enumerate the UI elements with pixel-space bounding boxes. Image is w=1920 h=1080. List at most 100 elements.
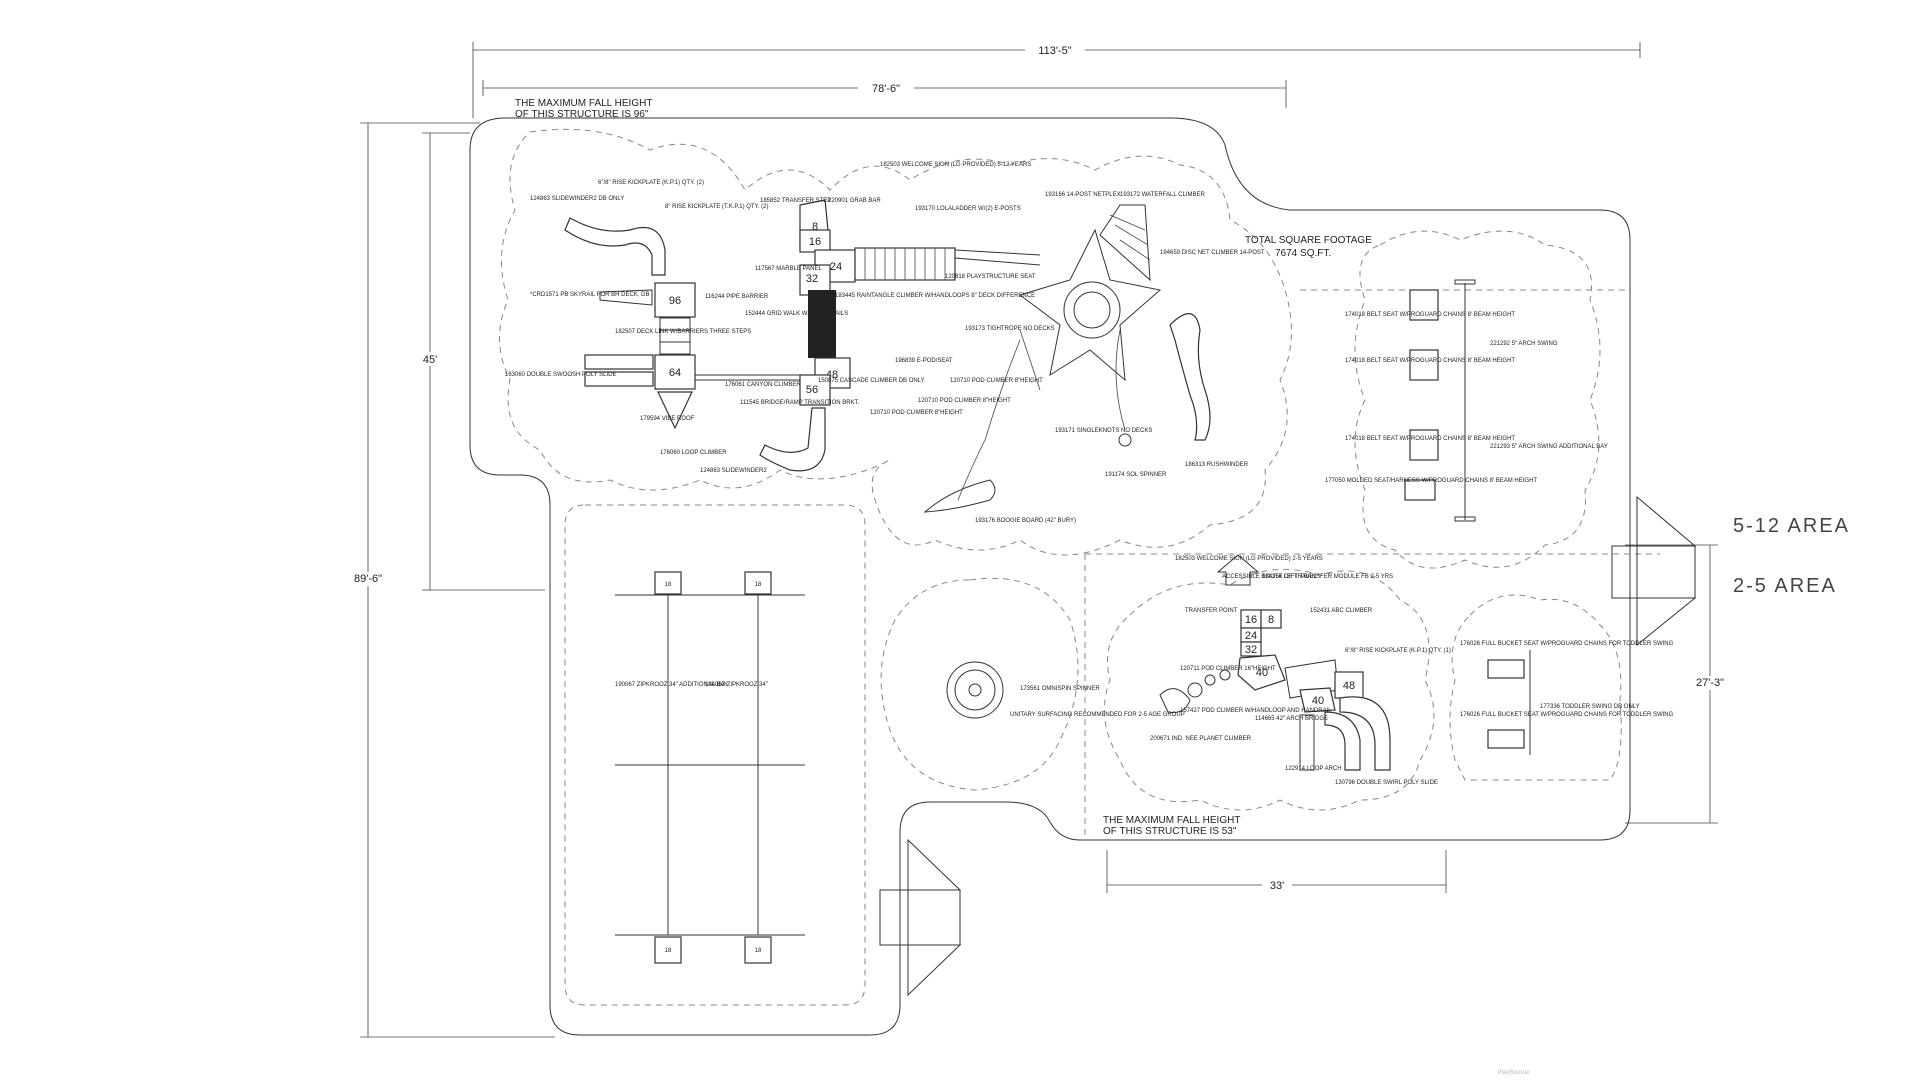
toddler-play-structure: 16 8 24 32 40 40 48: [1159, 554, 1391, 771]
dimension-toddler-width: 33': [1106, 850, 1447, 893]
deck-height-16a: 16: [809, 236, 821, 248]
deck-height-32b: 32: [1245, 644, 1257, 656]
dimension-overall-depth: 89'-6": [352, 122, 555, 1038]
label-welcome-top: 182503 WELCOME SIGN (LG PROVIDED) 5-12 Y…: [880, 162, 1031, 168]
label-belt-seat-1: 174018 BELT SEAT W/PROGUARD CHAINS 8' BE…: [1345, 312, 1515, 318]
label-kickplate-1: 6"/8" RISE KICKPLATE (K.P.1) QTY. (2): [598, 180, 704, 186]
dimension-overall-width: 113'-5": [472, 42, 1641, 118]
label-double-swirl: 130796 DOUBLE SWIRL POLY SLIDE: [1335, 780, 1438, 786]
label-bucket-seat-1: 176026 FULL BUCKET SEAT W/PROGUARD CHAIN…: [1460, 641, 1674, 647]
dim-overall-depth: 89'-6": [354, 573, 382, 585]
deck-height-96: 96: [669, 295, 681, 307]
site-boundary: [469, 117, 1631, 1036]
beam-18c: 18: [665, 948, 672, 954]
label-e-pod: 196839 E-POD/SEAT: [895, 358, 953, 364]
label-unitary: UNITARY SURFACING RECOMMENDED FOR 2-5 AG…: [1010, 712, 1185, 718]
deck-height-16b: 16: [1245, 614, 1257, 626]
label-waterfall: 193172 WATERFALL CLIMBER: [1120, 192, 1205, 198]
use-zone-toddler-structure: [1103, 568, 1435, 811]
label-pod-climber-1: 120710 POD CLIMBER 8"HEIGHT: [950, 378, 1043, 384]
deck-height-8: 8: [812, 221, 818, 233]
label-rainstacle: 183445 RAINTANGLE CLIMBER W/HANDLOOPS 8"…: [835, 293, 1035, 299]
label-loop-climber: 176060 LOOP CLIMBER: [660, 450, 727, 456]
dimension-toddler-depth: 27'-3": [1625, 544, 1730, 824]
label-accessible-route: ACCESSIBLE ROUTE OF TRAVEL: [1222, 574, 1317, 580]
label-slidewinder-bottom: 124863 SLIDEWINDER2: [700, 468, 767, 474]
deck-height-40b: 40: [1312, 695, 1324, 707]
beam-18a: 18: [665, 582, 672, 588]
label-sol-spinner: 191174 SOL SPINNER: [1105, 472, 1167, 478]
label-zipkrooz-add: 190067 ZIPKROOZ 34" ADDITIONAL BAY: [615, 682, 728, 688]
equipment-labels: 124863 SLIDEWINDER2 DB ONLY 6"/8" RISE K…: [505, 162, 1674, 786]
note-fall-height-small-1: THE MAXIMUM FALL HEIGHT: [1103, 815, 1240, 826]
label-slidewinder-top: 124863 SLIDEWINDER2 DB ONLY: [530, 196, 624, 202]
main-play-structure: 96 64 8 16 24 32 48 56: [564, 199, 1211, 513]
label-netplex: 193166 14-POST NETPLEX: [1045, 192, 1121, 198]
label-molded-seat: 177050 MOLDED SEAT/HARNESS W/PROGUARD CH…: [1325, 478, 1537, 484]
dimension-upper-width: 78'-6": [482, 80, 1287, 108]
label-bucket-seat-2: 176026 FULL BUCKET SEAT W/PROGUARD CHAIN…: [1460, 712, 1674, 718]
label-loop-arch: 122914 LOOP ARCH: [1285, 766, 1342, 772]
label-singleknots: 193171 SINGLEKNOTS NO DECKS: [1055, 428, 1152, 434]
entrance-marker-left: [879, 838, 962, 997]
label-marble-panel: 117567 MARBLE PANEL: [755, 266, 822, 272]
label-pipe-barrier: 116244 PIPE BARRIER: [705, 294, 769, 300]
dim-upper-width: 78'-6": [872, 83, 900, 95]
note-fall-height-big-1: THE MAXIMUM FALL HEIGHT: [515, 98, 652, 109]
label-pod-climber-2: 120710 POD CLIMBER 8"HEIGHT: [918, 398, 1011, 404]
label-welcome-small: 182503 WELCOME SIGN (LG PROVIDED) 2-5 YE…: [1175, 556, 1323, 562]
dim-toddler-depth: 27'-3": [1696, 677, 1724, 689]
deck-height-24b: 24: [1245, 630, 1257, 642]
deck-height-24a: 24: [830, 261, 842, 273]
dim-upper-depth: 45': [423, 354, 437, 366]
deck-height-48b: 48: [1343, 680, 1355, 692]
label-zipkrooz: 194063 ZIPKROOZ 34": [705, 682, 768, 688]
label-arch-bridge: 114665 42" ARCH BRIDGE: [1255, 716, 1328, 722]
label-tightrope: 193173 TIGHTROPE NO DECKS: [965, 326, 1055, 332]
label-grab-bar: 120901 GRAB BAR: [828, 198, 881, 204]
label-abc-climber: 152431 ABC CLIMBER: [1310, 608, 1373, 614]
label-kickplate-small: 6"/8" RISE KICKPLATE (K.P.1) QTY. (1): [1345, 648, 1451, 654]
label-transfer-step: 185852 TRANSFER STEP: [760, 198, 831, 204]
use-zone-toddler-swing: [1449, 594, 1622, 781]
beam-18d: 18: [755, 948, 762, 954]
label-grid-walk: 152444 GRID WALK W/GUARDRAILS: [745, 311, 848, 317]
label-cascade-climber: 150875 CASCADE CLIMBER DB ONLY: [818, 378, 925, 384]
use-zone-omnispin: [880, 577, 1079, 791]
label-double-swoosh: 163060 DOUBLE SWOOSH POLY SLIDE: [505, 372, 617, 378]
deck-height-64: 64: [669, 367, 681, 379]
omnispin-spinner: [946, 661, 1004, 719]
dimension-upper-depth: 45': [418, 132, 545, 591]
beam-18b: 18: [755, 582, 762, 588]
label-belt-seat-3: 174018 BELT SEAT W/PROGUARD CHAINS 8' BE…: [1345, 436, 1515, 442]
label-transfer-point: TRANSFER POINT: [1185, 608, 1238, 614]
label-disc-net: 194659 DISC NET CLIMBER 14-POST: [1160, 250, 1265, 256]
label-left-transfer: 184354 LEFT TRANSFER MODULE FB 2-5 YRS: [1262, 574, 1393, 580]
dim-toddler-width: 33': [1270, 880, 1284, 892]
area-label-2-5: 2-5 AREA: [1733, 575, 1837, 597]
watermark: PlayBooster: [1497, 1070, 1530, 1076]
label-playstructure-seat: 120818 PLAYSTRUCTURE SEAT: [945, 274, 1036, 280]
label-rushwinder: 186313 RUSHWINDER: [1185, 462, 1249, 468]
label-toddler-swing: 177336 TODDLER SWING DB ONLY: [1540, 704, 1640, 710]
deck-height-32a: 32: [806, 273, 818, 285]
deck-height-40a: 40: [1256, 667, 1268, 679]
note-fall-height-small-2: OF THIS STRUCTURE IS 53": [1103, 826, 1237, 837]
zipkrooz-structure: 18 18 18 18: [615, 571, 805, 964]
label-pod-climber-3: 120710 POD CLIMBER 8"HEIGHT: [870, 410, 963, 416]
label-deck-link: 182507 DECK LINK W/BARRIERS THREE STEPS: [615, 329, 751, 335]
label-bridge-ramp: 111545 BRIDGE/RAMP TRANSITION BRKT.: [740, 400, 860, 406]
label-arch-swing: 221292 5" ARCH SWING: [1490, 341, 1558, 347]
use-zone-main-structure: [499, 128, 1292, 556]
note-square-footage-2: 7674 SQ.FT.: [1275, 248, 1331, 259]
label-belt-seat-2: 174018 BELT SEAT W/PROGUARD CHAINS 8' BE…: [1345, 358, 1515, 364]
label-kickplate-2: 8" RISE KICKPLATE (T.K.P.1) QTY. (2): [665, 204, 769, 210]
toddler-swing-structure: [1487, 650, 1531, 755]
label-arch-swing-add: 221293 5" ARCH SWING ADDITIONAL BAY: [1490, 444, 1608, 450]
arch-swing-structure: [1404, 279, 1476, 522]
note-fall-height-big-2: OF THIS STRUCTURE IS 96": [515, 109, 649, 120]
label-vibe-roof: 179594 VIBE ROOF: [640, 416, 695, 422]
label-ind-planet: 200671 IND. NEE PLANET CLIMBER: [1150, 736, 1252, 742]
label-loop-ladder: 193170 LOLALADDER W/(2) E-POSTS: [915, 206, 1021, 212]
